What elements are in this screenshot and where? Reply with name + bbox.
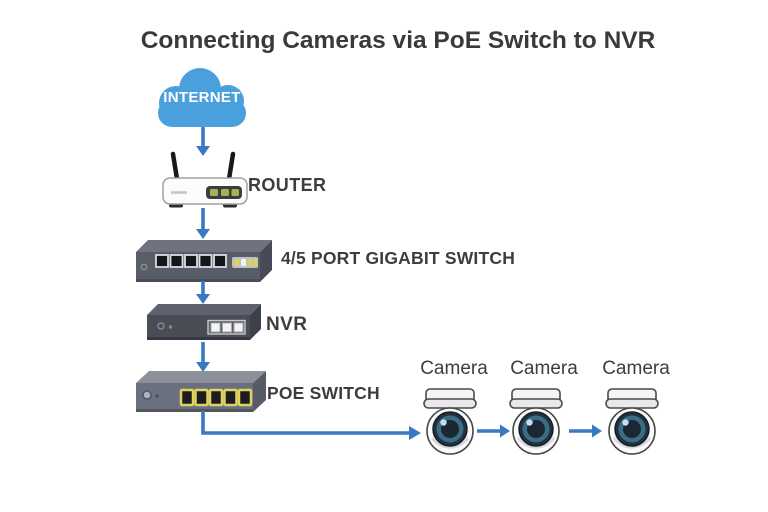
poe-switch-icon bbox=[136, 371, 266, 412]
router-icon bbox=[162, 151, 248, 208]
connector-poe-to-camera-1 bbox=[201, 411, 421, 440]
camera-2-label: Camera bbox=[510, 358, 578, 379]
cloud-icon bbox=[158, 68, 246, 127]
nvr-label: NVR bbox=[266, 314, 308, 335]
poe-switch-label: POE SWITCH bbox=[267, 383, 380, 403]
dome-camera-icon bbox=[423, 388, 477, 455]
arrow-camera-2-to-camera-3 bbox=[569, 424, 602, 438]
nvr-icon bbox=[147, 304, 261, 340]
camera-3-label: Camera bbox=[602, 358, 670, 379]
arrow-camera-1-to-camera-2 bbox=[477, 424, 510, 438]
arrow-switch-to-nvr bbox=[196, 281, 210, 304]
dome-camera-icon bbox=[509, 388, 563, 455]
page-title: Connecting Cameras via PoE Switch to NVR bbox=[140, 27, 656, 54]
internet-label: INTERNET bbox=[163, 89, 241, 106]
arrow-router-to-switch bbox=[196, 208, 210, 239]
camera-1-label: Camera bbox=[420, 358, 488, 379]
arrow-nvr-to-poe-switch bbox=[196, 342, 210, 372]
arrow-internet-to-router bbox=[196, 127, 210, 156]
dome-camera-icon bbox=[605, 388, 659, 455]
network-switch-icon bbox=[136, 240, 272, 282]
gigabit-switch-label: 4/5 PORT GIGABIT SWITCH bbox=[281, 248, 516, 268]
router-label: ROUTER bbox=[248, 175, 327, 195]
